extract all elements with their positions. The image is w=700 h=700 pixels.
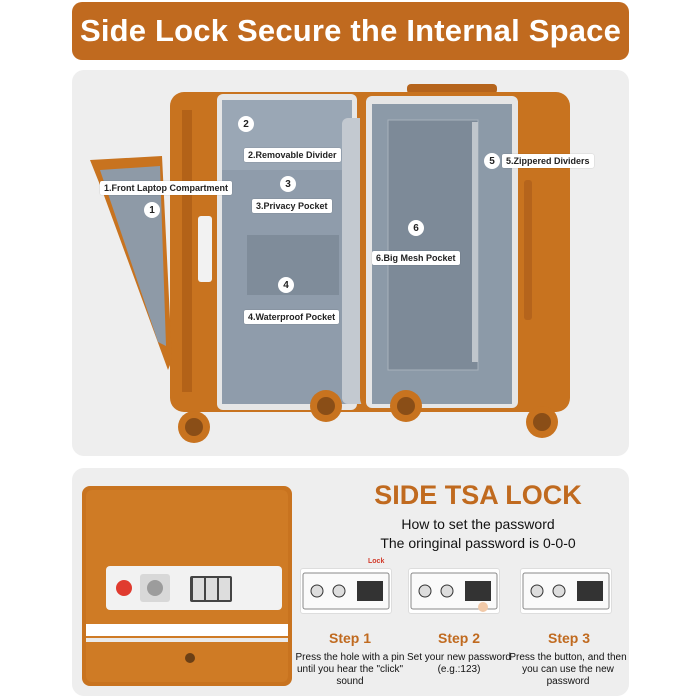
label-number-5: 5	[484, 153, 500, 169]
label-removable-divider: 2.Removable Divider	[244, 148, 341, 162]
tsa-subtitle-1: How to set the password	[401, 516, 555, 532]
label-privacy-pocket: 3.Privacy Pocket	[252, 199, 332, 213]
step-3-title: Step 3	[547, 630, 590, 646]
label-number-6: 6	[408, 220, 424, 236]
label-big-mesh-pocket: 6.Big Mesh Pocket	[372, 251, 460, 265]
label-number-3: 3	[280, 176, 296, 192]
label-number-2: 2	[238, 116, 254, 132]
step-3-diagram	[520, 568, 612, 614]
banner-title: Side Lock Secure the Internal Space	[72, 2, 629, 60]
step-1-title: Step 1	[328, 630, 371, 646]
tsa-heading: SIDE TSA LOCK	[374, 480, 582, 510]
lock-pointer-label: Lock	[368, 558, 385, 565]
tsa-lock-closeup	[82, 486, 292, 686]
label-waterproof-pocket: 4.Waterproof Pocket	[244, 310, 340, 324]
luggage-interior-panel: 1 1.Front Laptop Compartment 2 2.Removab…	[72, 70, 629, 456]
label-number-1: 1	[144, 202, 160, 218]
step-2-desc: Set your new password (e.g.:123)	[407, 652, 511, 675]
step-1-diagram	[300, 568, 392, 614]
label-number-4: 4	[278, 277, 294, 293]
open-suitcase-illustration	[90, 84, 570, 443]
step-3-desc: Press the button, and then you can use t…	[509, 652, 627, 687]
step-2-diagram	[408, 568, 500, 614]
tsa-subtitle-2: The oringinal password is 0-0-0	[380, 535, 576, 551]
step-2-title: Step 2	[437, 630, 480, 646]
label-front-laptop: 1.Front Laptop Compartment	[100, 181, 232, 195]
step-1-desc: Press the hole with a pin until you hear…	[295, 652, 405, 687]
label-zippered-dividers: 5.Zippered Dividers	[502, 154, 594, 168]
